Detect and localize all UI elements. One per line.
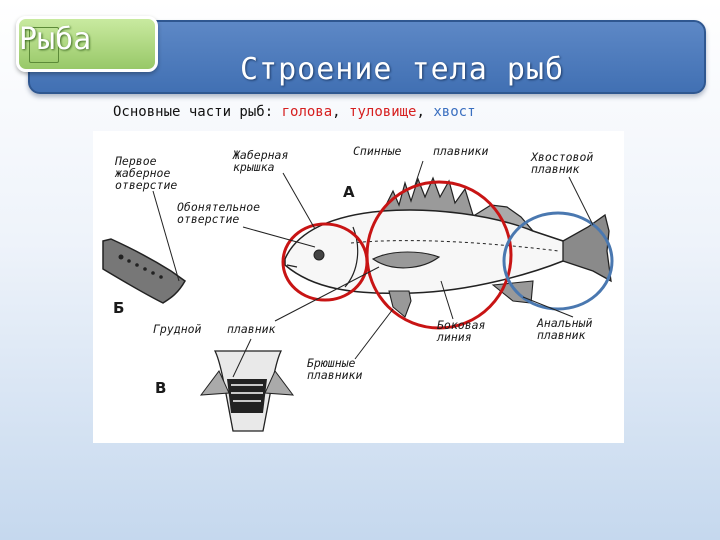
label-first-gill-opening-3: отверстие [115,178,177,192]
part-body: туловище [349,104,416,120]
page-title: Строение тела рыб [240,52,660,87]
label-dorsal-fins-1: Спинные [353,144,402,158]
label-pectoral-fin-2: плавник [227,322,276,336]
section-tag-label: Рыба [19,22,159,57]
lamprey-head-drawing [103,239,185,303]
sep-1: , [332,104,340,120]
label-nostril-2: отверстие [177,212,239,226]
perch-drawing [285,178,611,317]
subtitle-prefix: Основные части рыб: [113,104,273,120]
label-anal-fin-2: плавник [537,328,586,342]
label-dorsal-fins-2: плавники [433,144,488,158]
label-pectoral-fin-1: Грудной [153,322,202,336]
label-tail-fin-2: плавник [531,162,580,176]
label-lateral-line-2: линия [436,330,472,344]
label-gill-cover-2: крышка [233,160,275,174]
label-letter-b: Б [113,299,124,317]
fish-diagram: Первое жаберное отверстие Жаберная крышк… [93,131,624,443]
sep-2: , [416,104,424,120]
label-pelvic-fins-2: плавники [307,368,362,382]
part-head: голова [282,104,333,120]
subtitle: Основные части рыб: голова, туловище, хв… [113,104,673,120]
fish-diagram-svg: Первое жаберное отверстие Жаберная крышк… [93,131,624,443]
label-letter-a: А [343,183,355,201]
label-letter-v: В [155,379,166,397]
part-tail: хвост [433,104,475,120]
mouth-view-drawing [201,351,293,431]
